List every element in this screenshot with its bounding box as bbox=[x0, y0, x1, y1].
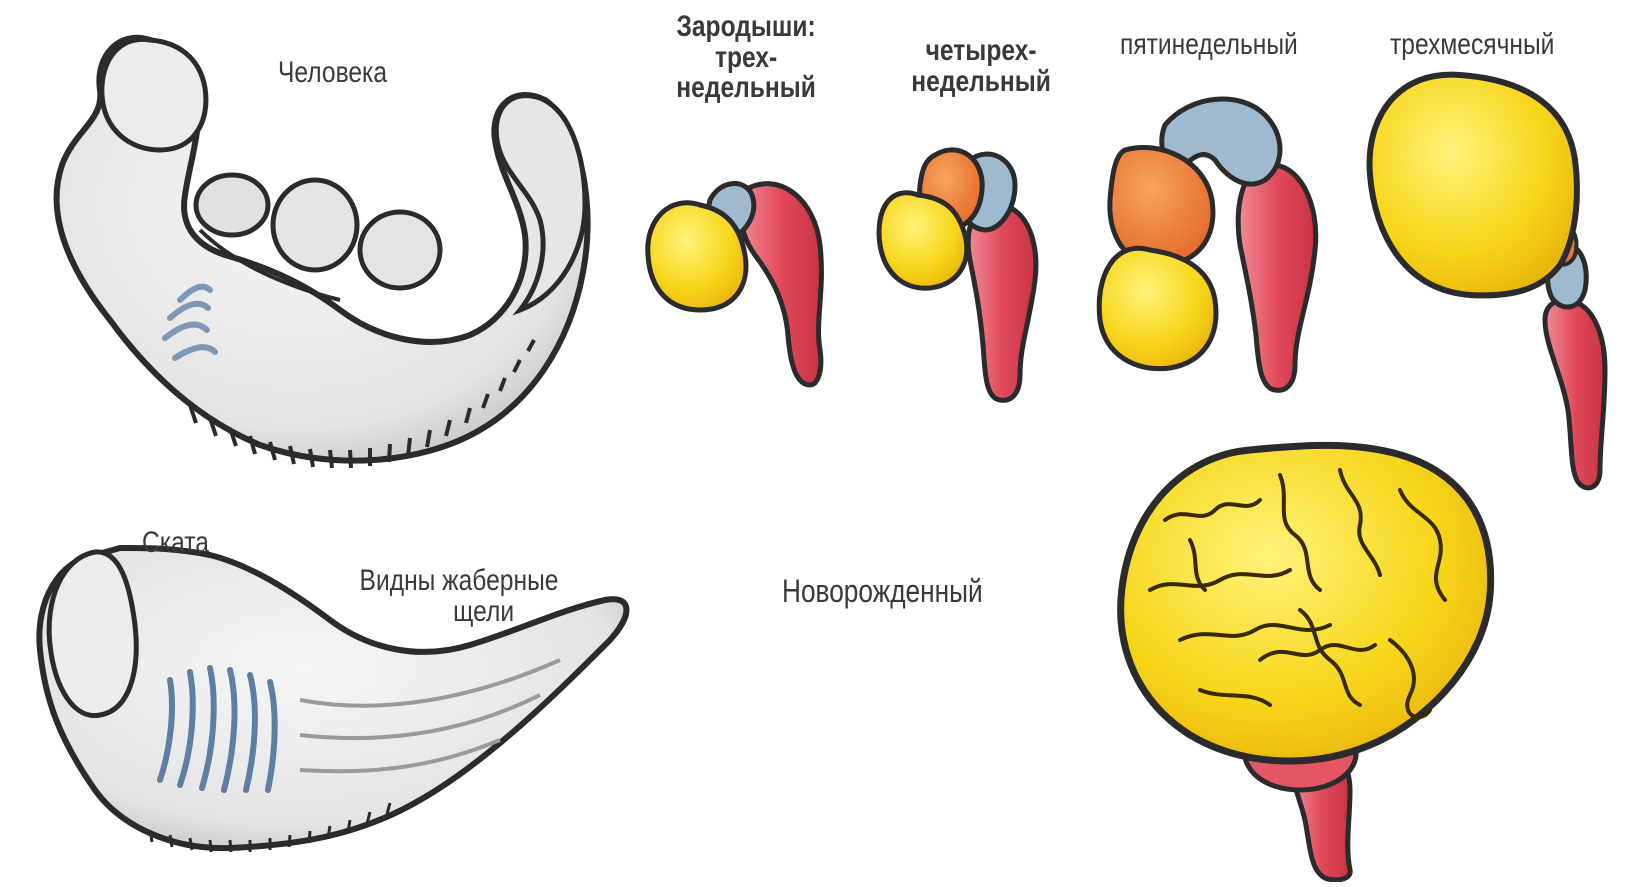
brain-3w-forebrain bbox=[648, 203, 746, 310]
label-gill-note: Видны жаберные щели bbox=[336, 566, 582, 627]
human-embryo-head bbox=[102, 39, 206, 150]
human-limb-bud-1 bbox=[273, 180, 357, 270]
brain-5w-hindbrain-spinal bbox=[1238, 165, 1316, 391]
brain-newborn bbox=[1121, 445, 1491, 880]
label-newborn: Новорожденный bbox=[782, 575, 983, 608]
label-ray: Ската bbox=[142, 528, 209, 559]
human-limb-bud-2 bbox=[360, 212, 440, 288]
brain-3-weeks bbox=[648, 184, 822, 385]
label-4w-line-1: четырех- bbox=[895, 36, 1067, 67]
label-gill-note-line-2: щели bbox=[336, 597, 582, 628]
label-human: Человека bbox=[278, 58, 387, 89]
brain-5-weeks bbox=[1099, 99, 1316, 390]
label-stage-3-months: трехмесячный bbox=[1390, 30, 1554, 61]
label-3w-line-1: трех- bbox=[660, 43, 832, 74]
label-stage-5-weeks: пятинедельный bbox=[1120, 30, 1298, 61]
brain-4w-hindbrain-spinal bbox=[968, 205, 1036, 401]
brain-3m-spinal bbox=[1545, 300, 1605, 488]
human-embryo bbox=[57, 38, 588, 468]
brain-4-weeks bbox=[879, 150, 1036, 400]
brain-3-months bbox=[1370, 75, 1605, 488]
human-arch-1 bbox=[196, 175, 268, 235]
label-stage-3-weeks: Зародыши: трех- недельный bbox=[660, 12, 832, 104]
label-4w-line-2: недельный bbox=[895, 67, 1067, 98]
label-embryos-heading: Зародыши: bbox=[660, 12, 832, 43]
brain-5w-midbrain bbox=[1110, 147, 1213, 265]
brain-3m-forebrain bbox=[1370, 75, 1577, 296]
label-3w-line-2: недельный bbox=[660, 73, 832, 104]
newborn-cerebrum bbox=[1121, 445, 1491, 761]
label-gill-note-line-1: Видны жаберные bbox=[336, 566, 582, 597]
label-stage-4-weeks: четырех- недельный bbox=[895, 36, 1067, 97]
ray-embryo-head bbox=[49, 552, 136, 716]
brain-5w-forebrain bbox=[1099, 248, 1216, 368]
